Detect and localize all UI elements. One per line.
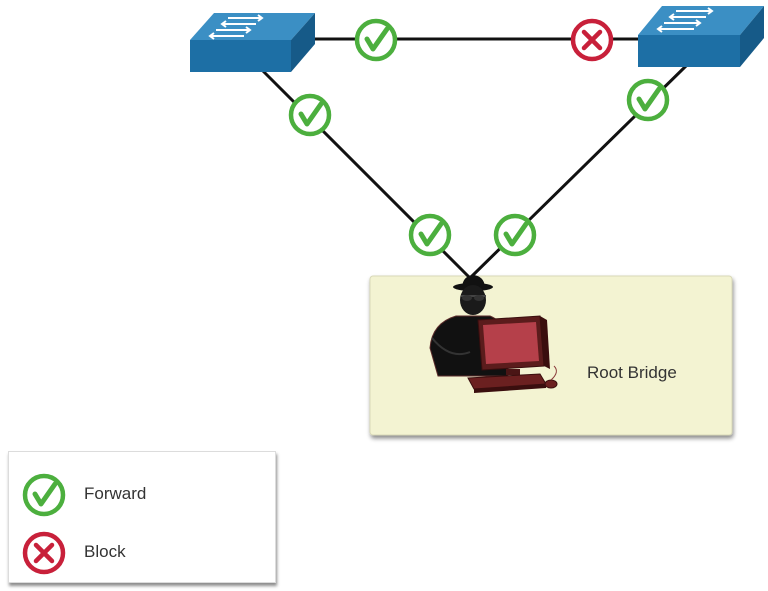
check-circle-icon <box>496 216 534 254</box>
legend-row-forward: Forward <box>9 472 275 518</box>
check-circle-icon <box>629 81 667 119</box>
switch-arrows-icon <box>208 14 264 40</box>
computer-icon <box>467 315 558 393</box>
check-circle-icon <box>411 216 449 254</box>
x-circle-icon <box>573 21 611 59</box>
check-circle-icon <box>22 473 66 517</box>
x-circle-icon <box>22 531 66 575</box>
check-circle-icon <box>291 96 329 134</box>
switch-right <box>638 6 764 67</box>
legend-row-block: Block <box>9 530 275 576</box>
root-bridge-panel <box>369 275 733 436</box>
legend-block-label: Block <box>84 542 126 561</box>
legend-forward-label: Forward <box>84 484 147 503</box>
legend: Forward Block <box>8 451 276 583</box>
check-circle-icon <box>357 21 395 59</box>
switch-arrows-icon <box>656 7 714 33</box>
switch-left <box>190 13 315 72</box>
root-bridge-label: Root Bridge <box>587 363 677 382</box>
